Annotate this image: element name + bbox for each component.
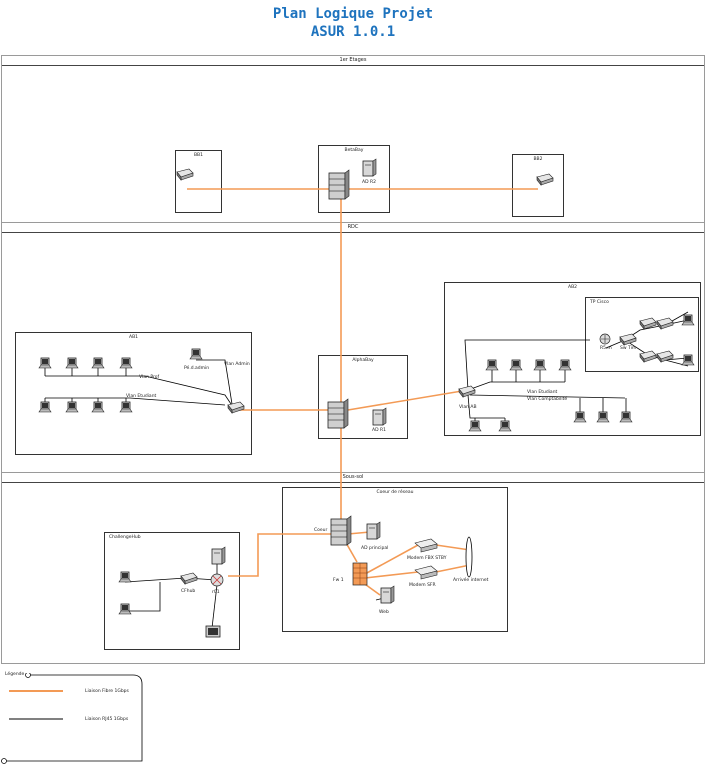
room-ab2: AB2: [444, 282, 701, 436]
label-web: Web: [379, 610, 389, 615]
label-r01: r01: [212, 590, 220, 595]
diagram-title-line2: ASUR 1.0.1: [310, 24, 396, 40]
label-r5m: R5.m: [600, 346, 612, 351]
room-challengehub: ChallengeHub: [104, 532, 240, 650]
floor-basement-label: Sous-sol: [2, 473, 704, 483]
label-modem2: Modem SFR: [409, 583, 436, 588]
room-ab1: AB1: [15, 332, 252, 455]
legend-fiber-label: Liaison Fibre 1Gbps: [85, 689, 129, 694]
fiber-links: [187, 188, 538, 596]
label-coeur-switch: Coeur: [314, 528, 328, 533]
label-modem1: Modem FBX STBY: [407, 556, 447, 561]
label-ad2: AD R2: [362, 180, 376, 185]
room-bb2: BB2: [512, 154, 564, 217]
room-alphabay: AlphaBay: [318, 355, 408, 439]
floor-first-label: 1er Etages: [2, 56, 704, 66]
label-ad-principal: AD principal: [361, 546, 389, 551]
rj45-links: [44, 311, 689, 629]
room-bb1: BB1: [175, 150, 222, 213]
room-coeur: Coeur de réseau: [282, 487, 508, 632]
label-vlan-ab: Vlan AB: [459, 405, 477, 410]
label-cfhub: CFhub: [181, 589, 196, 594]
label-vlan-compta: Vlan Comptabilité: [527, 397, 568, 402]
label-internet: Arrivée internet: [453, 578, 489, 583]
label-vlan-etudiant: Vlan Etudiant: [126, 394, 157, 399]
label-pedadmin: Pé.d.admin: [184, 366, 210, 371]
legend-frame: [1, 673, 143, 764]
floor-ground-label: RDC: [2, 223, 704, 233]
legend: Légende Liaison Fibre 1Gbps Liaison RJ45…: [1, 672, 143, 765]
legend-rj45-label: Liaison RJ45 1Gbps: [85, 717, 129, 722]
label-vlan-admin: Vlan Admin: [224, 362, 250, 367]
label-fw: Fw 1: [333, 578, 344, 583]
floor-basement: Sous-sol: [1, 472, 705, 664]
label-vlan-prof: Vlan Prof: [139, 375, 160, 380]
room-tp-cisco: TP Cisco: [585, 297, 699, 372]
label-vlan-etu2: Vlan Etudiant: [527, 390, 558, 395]
room-betabay: BetaBay: [318, 145, 390, 213]
diagram-title-line1: Plan Logique Projet: [272, 6, 434, 22]
label-ad1: AD R1: [372, 428, 386, 433]
legend-title: Légende: [5, 672, 25, 677]
label-sw: Sw Tim: [620, 346, 637, 351]
